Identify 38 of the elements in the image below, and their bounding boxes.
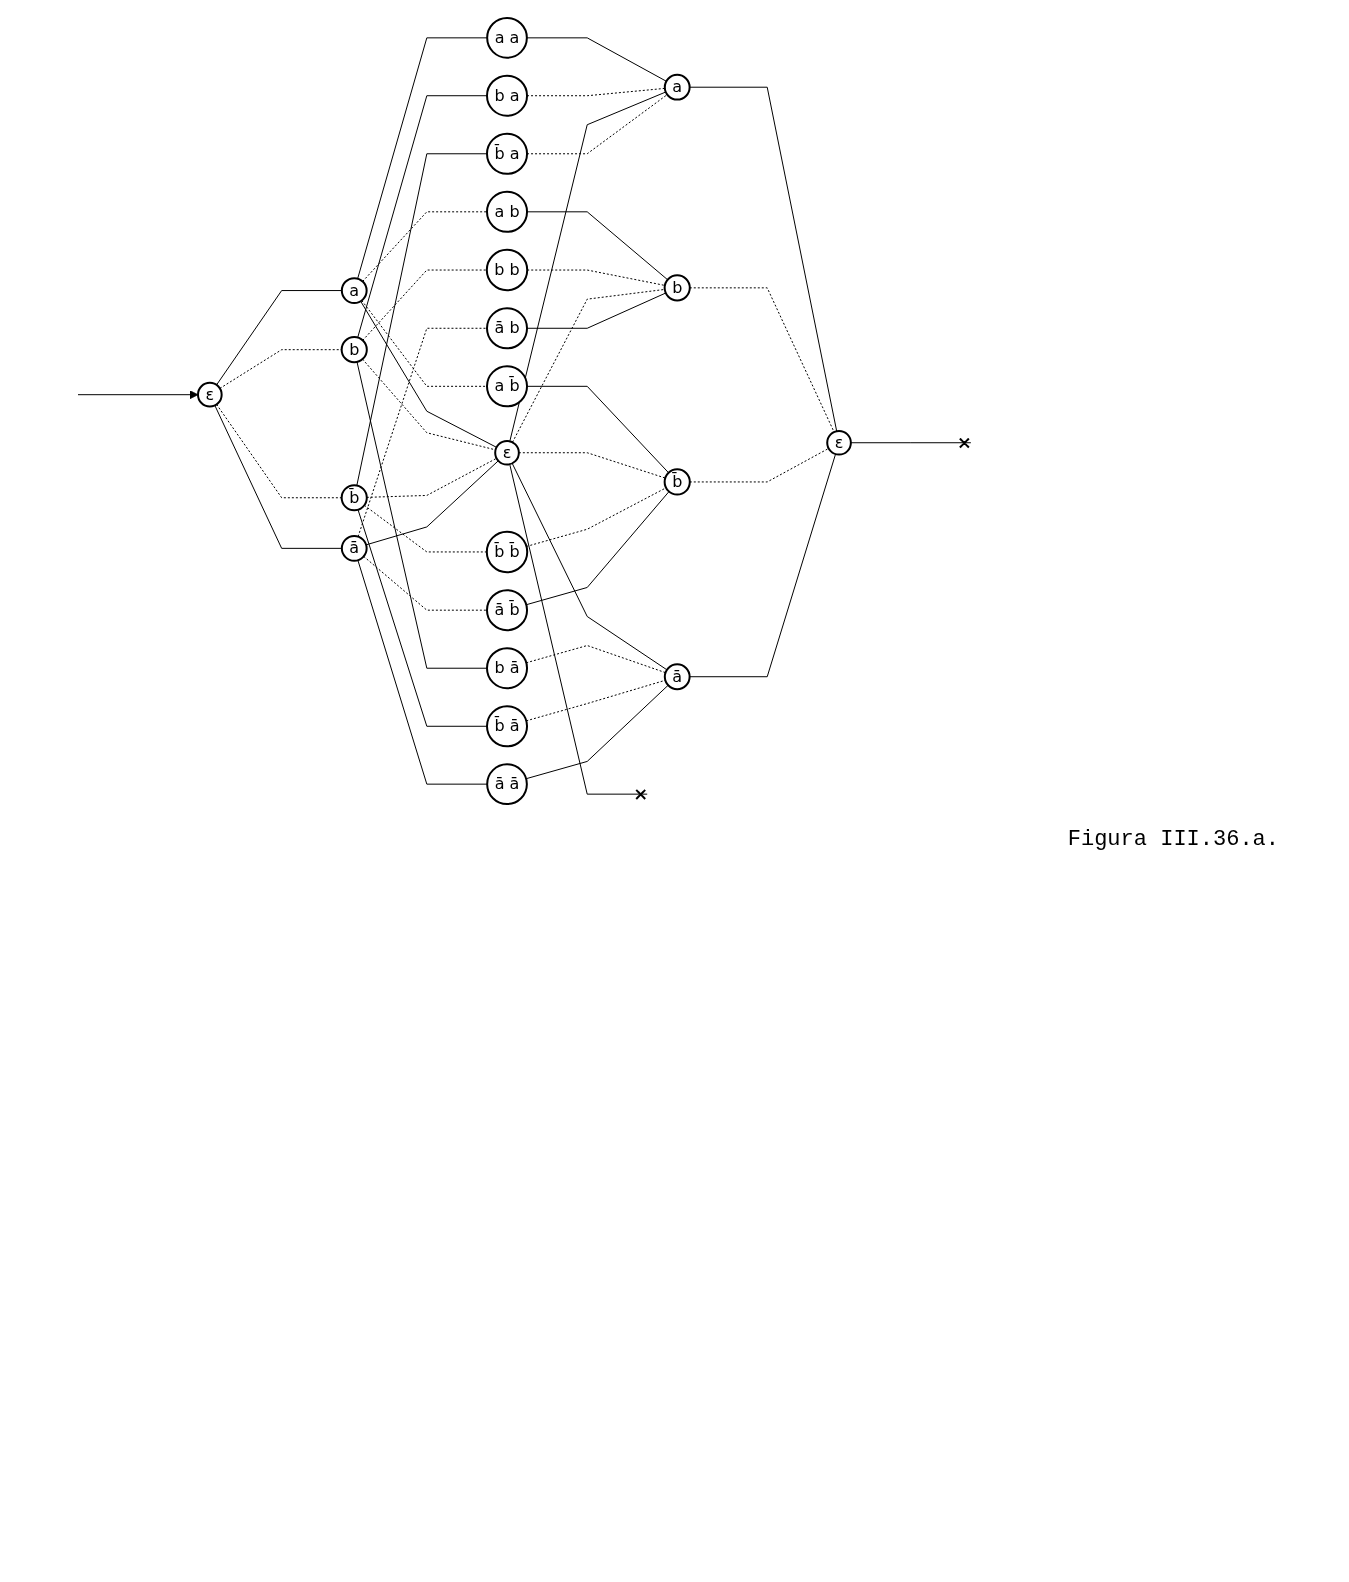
node-circle: a a: [486, 17, 528, 59]
connector: [511, 462, 668, 671]
connector: [526, 37, 667, 82]
node-circle: b̄ a: [486, 132, 529, 175]
node-circle: b̄ b̄: [485, 530, 529, 574]
connector: [357, 37, 488, 280]
node-circle: a b: [486, 190, 529, 233]
node-circle: ā: [663, 663, 691, 691]
connector: [850, 437, 972, 449]
connector: [689, 453, 837, 678]
node-circle: ā ā: [486, 763, 528, 805]
node-circle: b̄: [340, 484, 368, 512]
node-circle: b a: [486, 74, 529, 117]
node-circle: ā b: [486, 307, 529, 350]
connector: [360, 300, 497, 448]
connector: [365, 460, 499, 546]
node-circle: ε: [826, 429, 852, 456]
node-circle: b: [663, 274, 691, 302]
connector: [525, 684, 669, 780]
node-circle: b b: [485, 248, 529, 292]
node-circle: b̄ ā: [486, 705, 529, 748]
connector: [509, 91, 667, 442]
figure-caption: Figura III.36.a.: [1066, 827, 1279, 853]
node-circle: ā: [340, 534, 368, 562]
node-circle: a: [340, 277, 368, 304]
connector: [689, 86, 838, 432]
node-circle: b̄: [663, 468, 691, 496]
connector: [512, 288, 666, 443]
node-circle: ε: [197, 381, 223, 408]
node-circle: b ā: [486, 647, 529, 690]
node-circle: b: [340, 336, 368, 364]
node-circle: ā b̄: [486, 589, 529, 632]
connector: [509, 463, 648, 800]
node-circle: ε: [494, 439, 520, 466]
node-circle: a b̄: [486, 365, 529, 408]
node-circle: a: [663, 73, 691, 101]
arrow: [77, 390, 199, 400]
connector: [357, 559, 488, 785]
